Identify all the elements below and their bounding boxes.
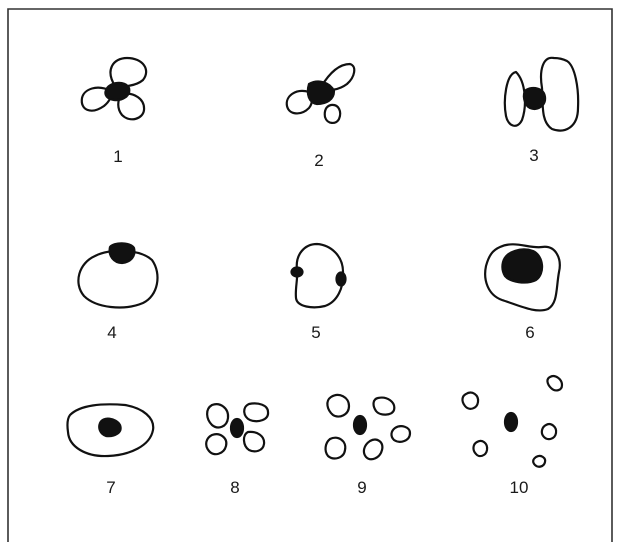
- lobe: [206, 434, 226, 454]
- nucleus: [105, 83, 129, 100]
- lobe: [207, 404, 228, 427]
- nucleus: [231, 419, 243, 437]
- figure-6: [485, 244, 560, 310]
- figure-2: [287, 64, 355, 123]
- lobe: [374, 398, 395, 415]
- nucleus: [524, 88, 545, 109]
- figure-label-1: 1: [113, 147, 122, 167]
- figure-5: [292, 244, 346, 307]
- figure-label-6: 6: [525, 323, 534, 343]
- figure-label-7: 7: [106, 478, 115, 498]
- lobe: [244, 432, 264, 451]
- figure-4: [78, 243, 157, 307]
- nucleus: [99, 419, 120, 437]
- figure-label-8: 8: [230, 478, 239, 498]
- figure-label-10: 10: [510, 478, 529, 498]
- lobe: [391, 426, 410, 442]
- figure-7: [67, 404, 153, 456]
- lobe: [462, 393, 478, 409]
- lobe: [326, 438, 346, 459]
- lobe: [325, 105, 340, 123]
- figure-10: [462, 376, 562, 467]
- lobe: [327, 395, 349, 417]
- lobe: [533, 456, 545, 467]
- nucleus: [292, 268, 303, 277]
- nucleus: [308, 82, 334, 104]
- figure-label-5: 5: [311, 323, 320, 343]
- nucleus: [502, 249, 542, 282]
- lobe: [473, 441, 487, 456]
- figure-label-9: 9: [357, 478, 366, 498]
- figure-label-3: 3: [529, 146, 538, 166]
- figure-1: [82, 58, 146, 119]
- nucleus: [505, 413, 517, 431]
- lobe: [244, 403, 268, 421]
- nucleus: [354, 416, 366, 434]
- lobe: [505, 72, 525, 126]
- figure-8: [206, 403, 268, 454]
- figure-3: [505, 58, 578, 131]
- nucleus: [337, 273, 346, 286]
- figure-label-4: 4: [107, 323, 116, 343]
- lobe: [364, 440, 382, 460]
- lobe: [547, 376, 562, 390]
- lobe: [541, 58, 578, 131]
- figure-label-2: 2: [314, 151, 323, 171]
- nucleus: [110, 243, 135, 263]
- lobe: [542, 424, 556, 439]
- figure-9: [326, 395, 410, 459]
